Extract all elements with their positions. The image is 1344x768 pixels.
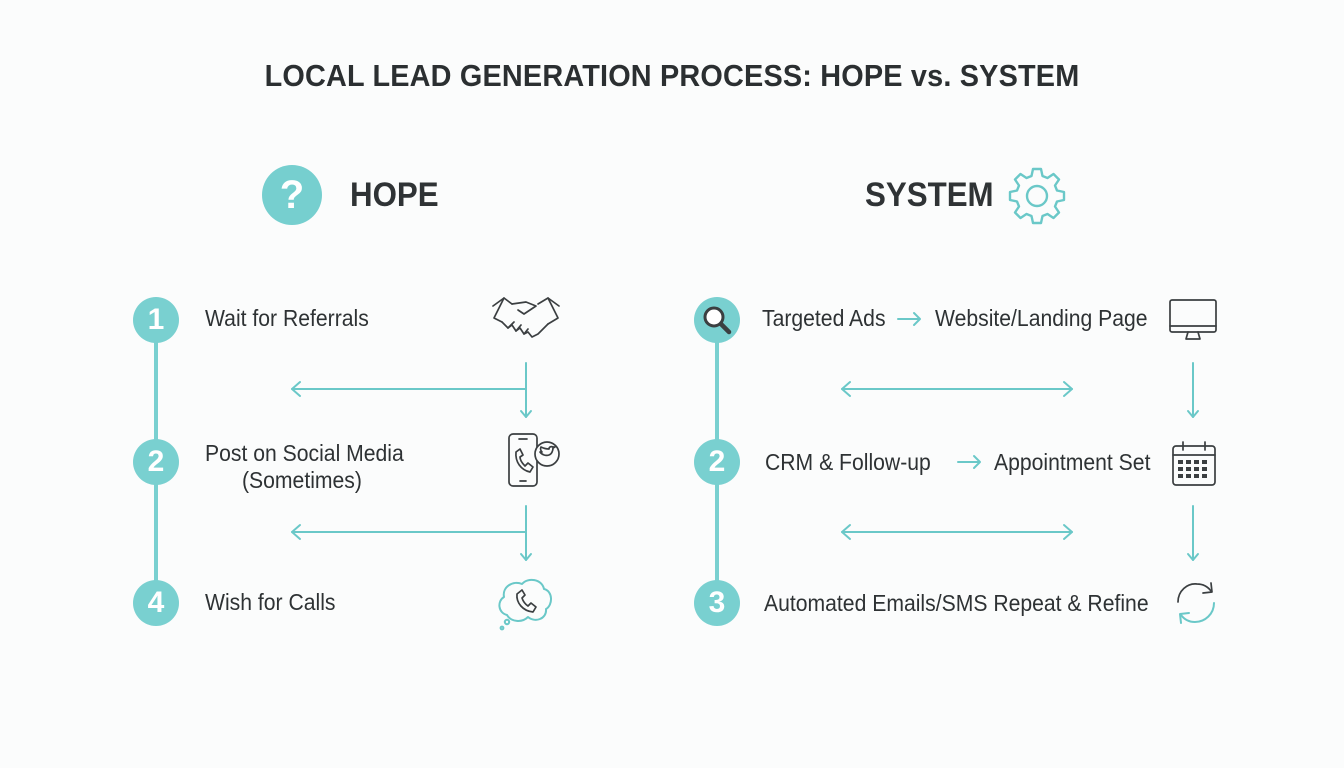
hope-step-1-label: Wait for Referrals <box>205 305 369 331</box>
hope-step-3-label: Wish for Calls <box>205 589 336 615</box>
question-icon: ? <box>262 165 322 225</box>
system-step-2-label-b: Appointment Set <box>994 449 1151 475</box>
hope-step-1-number: 1 <box>133 297 179 343</box>
magnifier-icon <box>694 297 740 343</box>
arrow-right-icon <box>957 455 981 469</box>
gear-icon <box>1008 167 1066 225</box>
system-step-2-label-a: CRM & Follow-up <box>765 449 931 475</box>
arrow-right-icon <box>897 312 921 326</box>
page-title: LOCAL LEAD GENERATION PROCESS: HOPE vs. … <box>264 58 1080 93</box>
system-heading: SYSTEM <box>865 176 994 214</box>
system-connector-1 <box>841 362 1199 418</box>
refresh-icon <box>1177 582 1215 624</box>
handshake-icon <box>492 297 560 338</box>
calendar-icon <box>1172 441 1216 486</box>
system-step-1-label-a: Targeted Ads <box>762 305 886 331</box>
system-step-3-label: Automated Emails/SMS Repeat & Refine <box>764 590 1149 616</box>
hope-connector-1 <box>291 362 532 418</box>
system-step-3-number: 3 <box>694 580 740 626</box>
hope-heading: HOPE <box>350 176 439 214</box>
hope-connector-2 <box>291 505 532 561</box>
hope-step-2-number: 2 <box>133 439 179 485</box>
hope-step-2-label-line1: Post on Social Media <box>205 440 404 466</box>
system-connector-2 <box>841 505 1199 561</box>
phone-bubble-icon <box>498 578 552 631</box>
phone-social-icon <box>508 433 560 487</box>
hope-step-2-label-line2: (Sometimes) <box>242 467 362 493</box>
system-step-2-number: 2 <box>694 439 740 485</box>
hope-step-3-number: 4 <box>133 580 179 626</box>
system-step-1-label-b: Website/Landing Page <box>935 305 1148 331</box>
monitor-icon <box>1169 299 1217 340</box>
